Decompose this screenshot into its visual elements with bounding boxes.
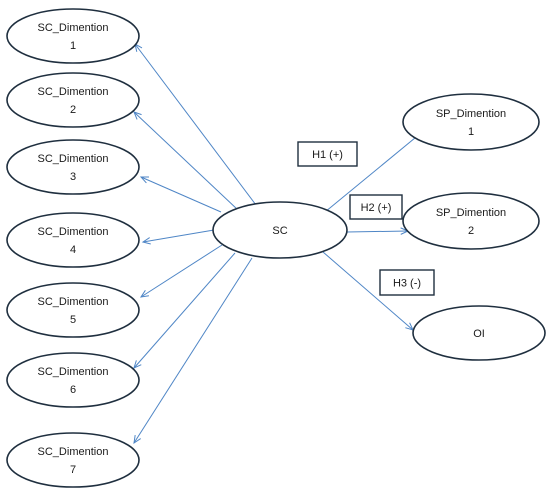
edge-sc-to-sc-dimention-2-arrowhead-icon	[133, 111, 142, 120]
node-sc-dimention-4-shape	[6, 212, 140, 268]
edge-sc-to-sc-dimention-3-line	[140, 176, 222, 213]
node-oi-label-line-1: OI	[473, 328, 485, 340]
node-sc-dimention-7-label-line-1: SC_Dimention	[38, 446, 109, 458]
edge-sc-to-sc-dimention-7-line	[133, 257, 253, 444]
edge-sc-to-sc-dimention-3	[139, 176, 222, 213]
hypothesis-label-h3-box	[379, 269, 435, 296]
edge-sc-to-sc-dimention-5-line	[140, 244, 223, 298]
node-sc-dimention-6-label-line-1: SC_Dimention	[38, 366, 109, 378]
node-sp-dimention-1-label-line-1: SP_Dimention	[436, 108, 506, 120]
node-sc-label-line-1: SC	[272, 225, 287, 237]
node-sp-dimention-2-label-line-1: SP_Dimention	[436, 207, 506, 219]
node-sc-dimention-4[interactable]: SC_Dimention 4	[6, 212, 140, 268]
edge-sc-to-right-node-2	[346, 227, 410, 235]
edge-sc-to-right-node-1-line	[324, 132, 422, 213]
node-sp-dimention-1-shape	[402, 93, 540, 151]
hypothesis-label-h2: H2 (+)	[349, 194, 403, 220]
edge-sc-to-sc-dimention-6-arrowhead-icon	[133, 360, 142, 369]
node-sp-dimention-2-shape	[402, 192, 540, 250]
hypothesis-label-h1: H1 (+)	[297, 141, 358, 167]
node-sc-dimention-3-label-line-2: 3	[70, 171, 76, 183]
edge-sc-to-sc-dimention-1-line	[134, 43, 257, 206]
node-sc-dimention-4-label-line-2: 4	[70, 244, 76, 256]
node-sc-dimention-5-shape	[6, 282, 140, 338]
node-sp-dimention-2-label-line-2: 2	[468, 225, 474, 237]
edge-sc-to-sc-dimention-4-line	[142, 229, 215, 243]
node-sc-dimention-2-shape	[6, 72, 140, 128]
edge-sc-to-sc-dimention-6	[133, 252, 236, 369]
node-sc-dimention-7-shape	[6, 432, 140, 488]
edge-sc-to-right-node-3-line	[322, 251, 414, 331]
node-sc-dimention-2-label-line-1: SC_Dimention	[38, 86, 109, 98]
edges-layer	[133, 43, 422, 445]
edge-sc-to-sc-dimention-3-arrowhead-icon	[139, 176, 150, 184]
node-sp-dimention-1-label-line-2: 1	[468, 126, 474, 138]
edge-sc-to-sc-dimention-5-arrowhead-icon	[139, 290, 149, 298]
node-sc-dimention-3-shape	[6, 139, 140, 195]
node-sc-dimention-1-label-line-2: 1	[70, 40, 76, 52]
node-sc-dimention-1-shape	[6, 8, 140, 64]
node-sc-dimention-7[interactable]: SC_Dimention 7	[6, 432, 140, 488]
hypothesis-label-h2-text: H2 (+)	[361, 202, 392, 214]
node-sc-dimention-7-label-line-2: 7	[70, 464, 76, 476]
edge-sc-to-sc-dimention-1	[134, 43, 257, 206]
node-sc-dimention-6[interactable]: SC_Dimention 6	[6, 352, 140, 408]
node-sc-dimention-3[interactable]: SC_Dimention 3	[6, 139, 140, 195]
node-sc[interactable]: SC	[212, 201, 348, 259]
node-oi-shape	[412, 305, 546, 361]
edge-sc-to-sc-dimention-4	[141, 229, 215, 245]
edge-sc-to-sc-dimention-2	[133, 111, 239, 211]
node-sc-dimention-4-label-line-1: SC_Dimention	[38, 226, 109, 238]
node-sc-dimention-1-label-line-1: SC_Dimention	[38, 22, 109, 34]
nodes-layer: SC_Dimention1SC_Dimention2SC_Dimention3S…	[6, 8, 546, 488]
edge-sc-to-sc-dimention-6-line	[133, 252, 236, 369]
node-sp-dimention-1[interactable]: SP_Dimention 1	[402, 93, 540, 151]
hypothesis-label-h1-box	[297, 141, 358, 167]
hypothesis-label-h3: H3 (-)	[379, 269, 435, 296]
edge-sc-to-sc-dimention-7	[133, 257, 253, 445]
edge-sc-to-sc-dimention-2-line	[133, 111, 239, 211]
node-sc-dimention-1[interactable]: SC_Dimention 1	[6, 8, 140, 64]
edge-sc-to-right-node-2-line	[346, 230, 409, 233]
edge-sc-to-sc-dimention-5	[139, 244, 223, 298]
hypothesis-label-h2-box	[349, 194, 403, 220]
node-sc-dimention-5-label-line-2: 5	[70, 314, 76, 326]
node-sc-dimention-5-label-line-1: SC_Dimention	[38, 296, 109, 308]
edge-sc-to-sc-dimention-7-arrowhead-icon	[133, 435, 141, 445]
node-sp-dimention-2[interactable]: SP_Dimention 2	[402, 192, 540, 250]
node-sc-shape	[212, 201, 348, 259]
hypothesis-label-h1-text: H1 (+)	[312, 149, 343, 161]
edge-sc-to-sc-dimention-4-arrowhead-icon	[141, 237, 151, 245]
node-sc-dimention-5[interactable]: SC_Dimention 5	[6, 282, 140, 338]
node-sc-dimention-2[interactable]: SC_Dimention 2	[6, 72, 140, 128]
node-sc-dimention-3-label-line-1: SC_Dimention	[38, 153, 109, 165]
node-sc-dimention-2-label-line-2: 2	[70, 104, 76, 116]
hypothesis-labels-layer: H1 (+) H2 (+) H3 (-)	[297, 141, 435, 296]
node-sc-dimention-6-label-line-2: 6	[70, 384, 76, 396]
node-oi[interactable]: OI	[412, 305, 546, 361]
node-sc-dimention-6-shape	[6, 352, 140, 408]
hypothesis-label-h3-text: H3 (-)	[393, 278, 421, 290]
